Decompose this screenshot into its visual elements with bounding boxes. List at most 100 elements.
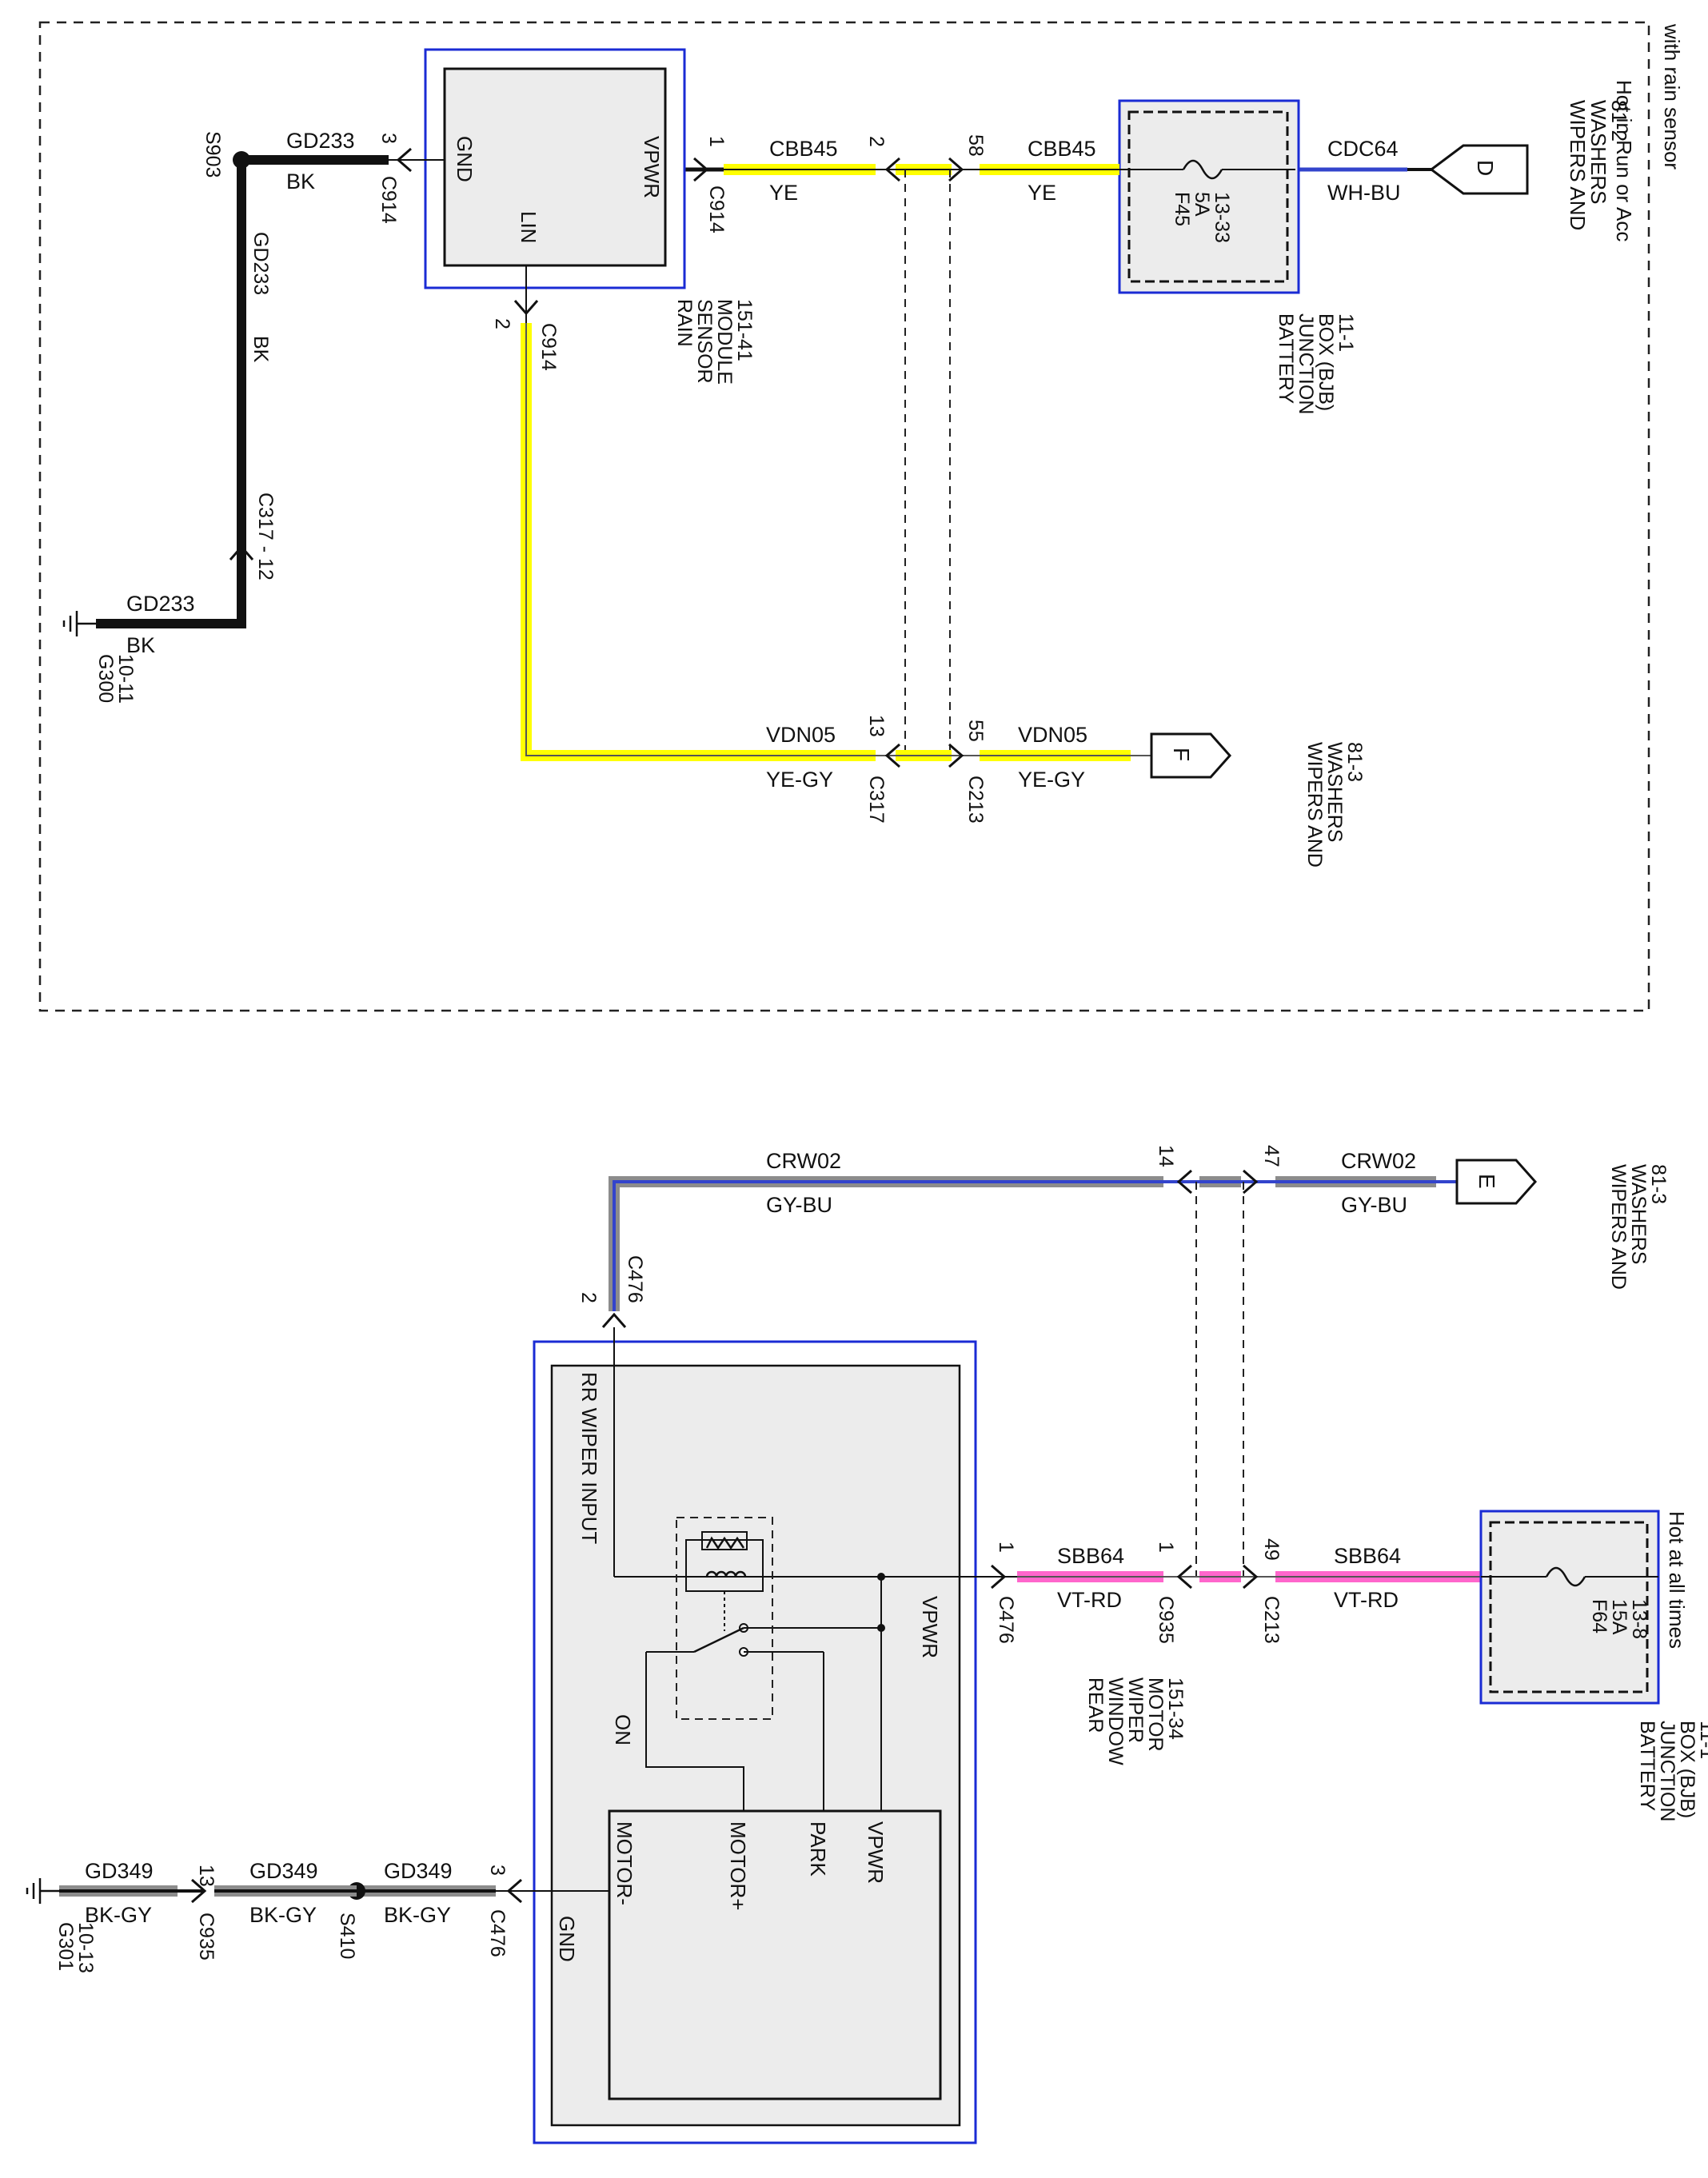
wire-sbb64-right-label: SBB64 (1334, 1544, 1401, 1568)
wire-yegy-right-label: YE-GY (1018, 768, 1085, 792)
bjb-bottom-line-3: BOX (BJB) (1676, 1721, 1698, 1818)
c476-arrow-gnd (506, 1878, 522, 1904)
bjb-bottom-label: BATTERY JUNCTION BOX (BJB) 11-1 (1636, 1721, 1708, 1827)
relay-resistor-icon (705, 1536, 745, 1550)
bjb-top-border (1118, 99, 1300, 294)
c935-label: C935 (1155, 1596, 1177, 1644)
connector-d-label: D (1473, 160, 1498, 176)
fuse-f64-line-3: 13-8 (1628, 1599, 1650, 1639)
module-gnd-inner-pin: GND (555, 1916, 579, 1962)
bjb-top-line-1: BATTERY (1275, 313, 1297, 404)
wire-bk-top-label: BK (286, 170, 315, 193)
c317-arrow-cbb45 (884, 157, 900, 182)
bjb-top-line-3: BOX (BJB) (1315, 313, 1337, 411)
bjb-bottom-line-2: JUNCTION (1656, 1721, 1678, 1821)
module-lin-pin: LIN (517, 211, 541, 243)
c935-arrow-sbb64 (1176, 1564, 1192, 1590)
pin-2-lin-label: 2 (491, 318, 513, 329)
rear-label-line-5: 151-34 (1164, 1677, 1187, 1740)
connector-e-flag (1455, 1159, 1538, 1205)
splice-s410-label: S410 (336, 1913, 358, 1959)
c213-arrow-sbb64 (1243, 1564, 1259, 1590)
ground-g301-label: G301 10-13 (54, 1922, 97, 1977)
c317-arrow-vdn05 (884, 743, 900, 768)
wire-crw02-left (609, 1176, 1163, 1311)
c476-top-label: C476 (624, 1255, 646, 1303)
wire-crw02-left-stripe (613, 1180, 1163, 1311)
wire-cbb45-left-label: CBB45 (769, 137, 838, 161)
c476-arrow-input (601, 1312, 627, 1328)
module-vpwr-inner-pin: VPWR (918, 1596, 942, 1658)
c914-arrow-vpwr (693, 157, 709, 182)
rear-label-line-1: REAR (1084, 1677, 1107, 1733)
g301-line-1: G301 (54, 1922, 77, 1971)
rain-label-line-3: MODULE (713, 299, 736, 385)
wipers-d-line-1: WIPERS AND (1566, 100, 1590, 230)
fuse-f64-line-2: 15A (1608, 1599, 1630, 1635)
rain-sensor-module-label: RAIN SENSOR MODULE 151-41 (673, 299, 756, 390)
rr-wiper-input-pin: RR WIPER INPUT (577, 1372, 601, 1544)
wire-vdn05-left-label: VDN05 (766, 723, 836, 747)
c213-arrow-crw02 (1243, 1169, 1259, 1195)
rain-label-line-2: SENSOR (693, 299, 716, 384)
pin-47-label: 47 (1260, 1145, 1283, 1167)
wire-vdn05-stripe (525, 323, 876, 756)
rain-sensor-frame (38, 21, 1650, 1012)
fuse-f64-line-1: F64 (1588, 1599, 1610, 1634)
module-vpwr-pin: VPWR (640, 136, 664, 198)
wire-gd349-b-label: GD349 (249, 1859, 318, 1883)
switch-contact-node (739, 1623, 748, 1633)
pin-13-label: 13 (865, 715, 888, 737)
c213-label: C213 (964, 776, 987, 824)
wipers-d-line-2: WASHERS (1586, 100, 1610, 205)
switch-contact-dot (877, 1624, 885, 1632)
connector-f-flag (1150, 732, 1232, 779)
connector-f-label: F (1169, 748, 1194, 761)
bjb-bottom-inner (1489, 1521, 1649, 1693)
hot-at-all-times-label: Hot at all times (1665, 1511, 1689, 1649)
bjb-bottom-border (1479, 1510, 1660, 1705)
ground-g301-icon (26, 1878, 59, 1904)
splice-s903-label: S903 (202, 131, 224, 178)
wire-wh-bu-label: WH-BU (1327, 181, 1400, 205)
wire-gybu-left-label: GY-BU (766, 1193, 832, 1217)
wire-bkgy-b-label: BK-GY (249, 1903, 317, 1927)
wipers-e-line-3: 81-3 (1647, 1164, 1670, 1204)
rain-sensor-circuit: with rain sensor Hot in Run or Acc WIPER… (38, 21, 1684, 1012)
wire-cdc64-label: CDC64 (1327, 137, 1399, 161)
c476-arrow-vpwr (991, 1564, 1007, 1590)
fuse-f45-line-3: 13-33 (1211, 192, 1233, 243)
fuse-f45-symbol (1182, 159, 1223, 180)
pin-3-bottom-label: 3 (486, 1865, 509, 1876)
fuse-f64-symbol (1545, 1566, 1586, 1587)
bjb-top-label: BATTERY JUNCTION BOX (BJB) 11-1 (1275, 313, 1357, 420)
pin-1a-label: 1 (995, 1542, 1017, 1553)
fuse-f64-label: F64 15A 13-8 (1588, 1599, 1650, 1639)
rain-label-line-4: 151-41 (733, 299, 756, 361)
c317-arrow-gnd (229, 544, 254, 560)
c213-bottom-label: C213 (1260, 1596, 1283, 1644)
pin-49-label: 49 (1260, 1538, 1283, 1561)
wire-ye-right-label: YE (1028, 181, 1056, 205)
wire-vtrd-left-label: VT-RD (1057, 1588, 1122, 1612)
relay-dashed-box (676, 1517, 773, 1720)
wire-bkgy-c-label: BK-GY (384, 1903, 451, 1927)
bjb-bottom-line-1: BATTERY (1636, 1721, 1658, 1811)
c476-gnd-label: C476 (486, 1909, 509, 1957)
c914-gnd-label: C914 (377, 176, 400, 224)
bjb-top-line-4: 11-1 (1335, 313, 1357, 352)
rear-wiper-circuit: CRW02 GY-BU CRW02 GY-BU 14 47 E WIPERS A… (26, 1145, 1708, 2144)
wipers-f-line-3: 81-3 (1343, 742, 1366, 782)
on-label: ON (611, 1714, 635, 1745)
wipers-f-line-2: WASHERS (1323, 742, 1346, 842)
wire-bk-vertical-label: BK (249, 336, 272, 363)
wipers-d-line-3: 81-2 (1607, 100, 1631, 142)
pin-2-inline-label: 2 (865, 136, 888, 147)
wipers-e-line-1: WIPERS AND (1607, 1164, 1630, 1290)
module-gnd-pin: GND (453, 136, 477, 182)
rear-wiper-module-label: REAR WINDOW WIPER MOTOR 151-34 (1084, 1677, 1187, 1771)
g300-line-2: 10-11 (114, 654, 137, 704)
frame-label-with-rain-sensor: with rain sensor (1660, 23, 1684, 170)
pin-55-label: 55 (964, 720, 987, 742)
